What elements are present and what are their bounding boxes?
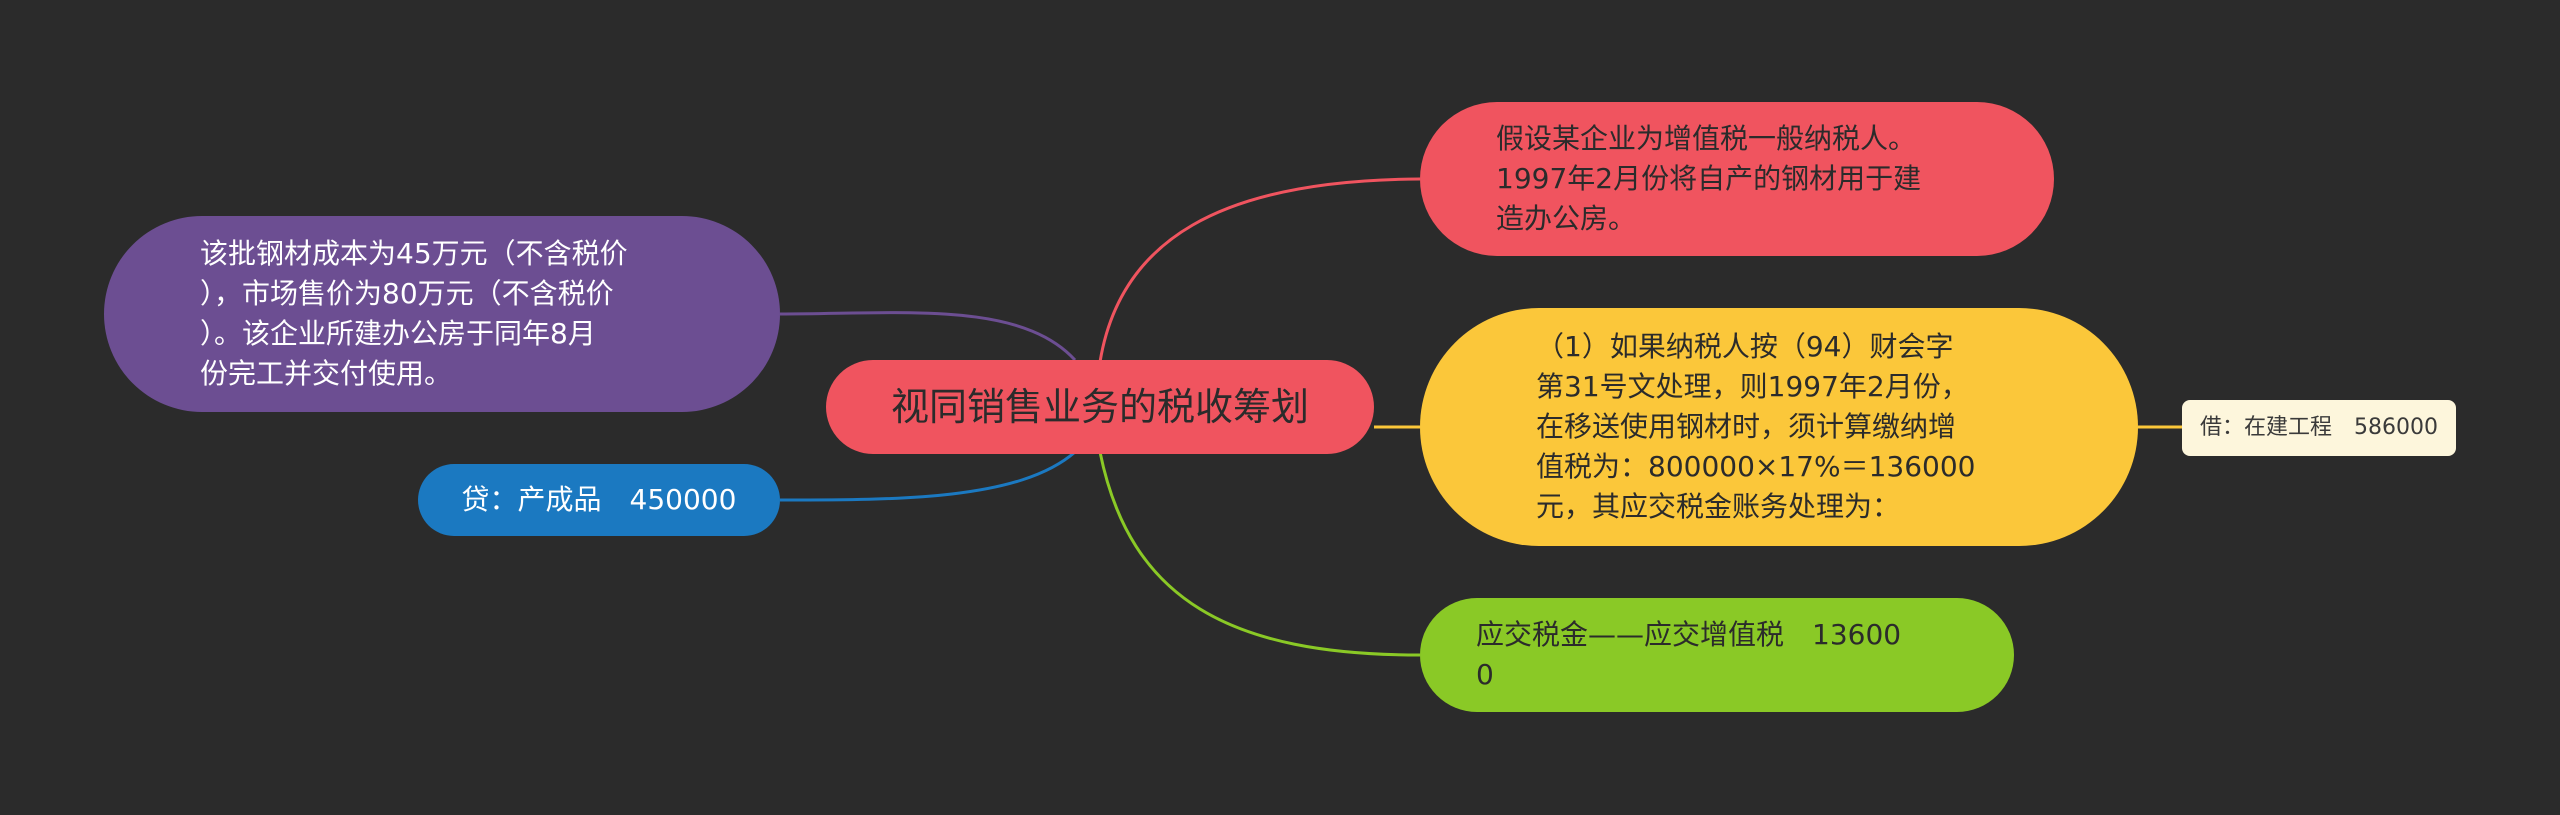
root-topic-label: 视同销售业务的税收筹划: [890, 385, 1309, 429]
topic-credit-finished-goods-label: 贷：产成品 450000: [461, 483, 737, 516]
subtopic-debit-construction-label: 借：在建工程 586000: [2200, 415, 2438, 440]
topic-steel-cost[interactable]: 该批钢材成本为45万元（不含税价 ），市场售价为80万元（不含税价 ）。该企业所…: [104, 216, 780, 412]
topic-credit-finished-goods[interactable]: 贷：产成品 450000: [418, 464, 780, 536]
topic-assumption[interactable]: 假设某企业为增值税一般纳税人。 1997年2月份将自产的钢材用于建 造办公房。: [1420, 102, 2054, 256]
topic-vat-calculation-label: （1）如果纳税人按（94）财会字 第31号文处理，则1997年2月份， 在移送使…: [1536, 330, 1976, 523]
topic-tax-payable[interactable]: 应交税金——应交增值税 13600 0: [1420, 598, 2014, 712]
topic-vat-calculation[interactable]: （1）如果纳税人按（94）财会字 第31号文处理，则1997年2月份， 在移送使…: [1420, 308, 2138, 546]
link-root-purple: [779, 311, 1077, 362]
link-root-green: [1098, 451, 1421, 657]
root-topic[interactable]: 视同销售业务的税收筹划: [826, 360, 1374, 454]
subtopic-debit-construction[interactable]: 借：在建工程 586000: [2182, 400, 2456, 456]
link-root-blue: [779, 450, 1076, 502]
link-root-red: [1098, 177, 1421, 363]
topic-assumption-label: 假设某企业为增值税一般纳税人。 1997年2月份将自产的钢材用于建 造办公房。: [1496, 122, 1922, 235]
topic-tax-payable-label: 应交税金——应交增值税 13600 0: [1476, 618, 1902, 691]
topic-steel-cost-label: 该批钢材成本为45万元（不含税价 ），市场售价为80万元（不含税价 ）。该企业所…: [200, 237, 628, 390]
